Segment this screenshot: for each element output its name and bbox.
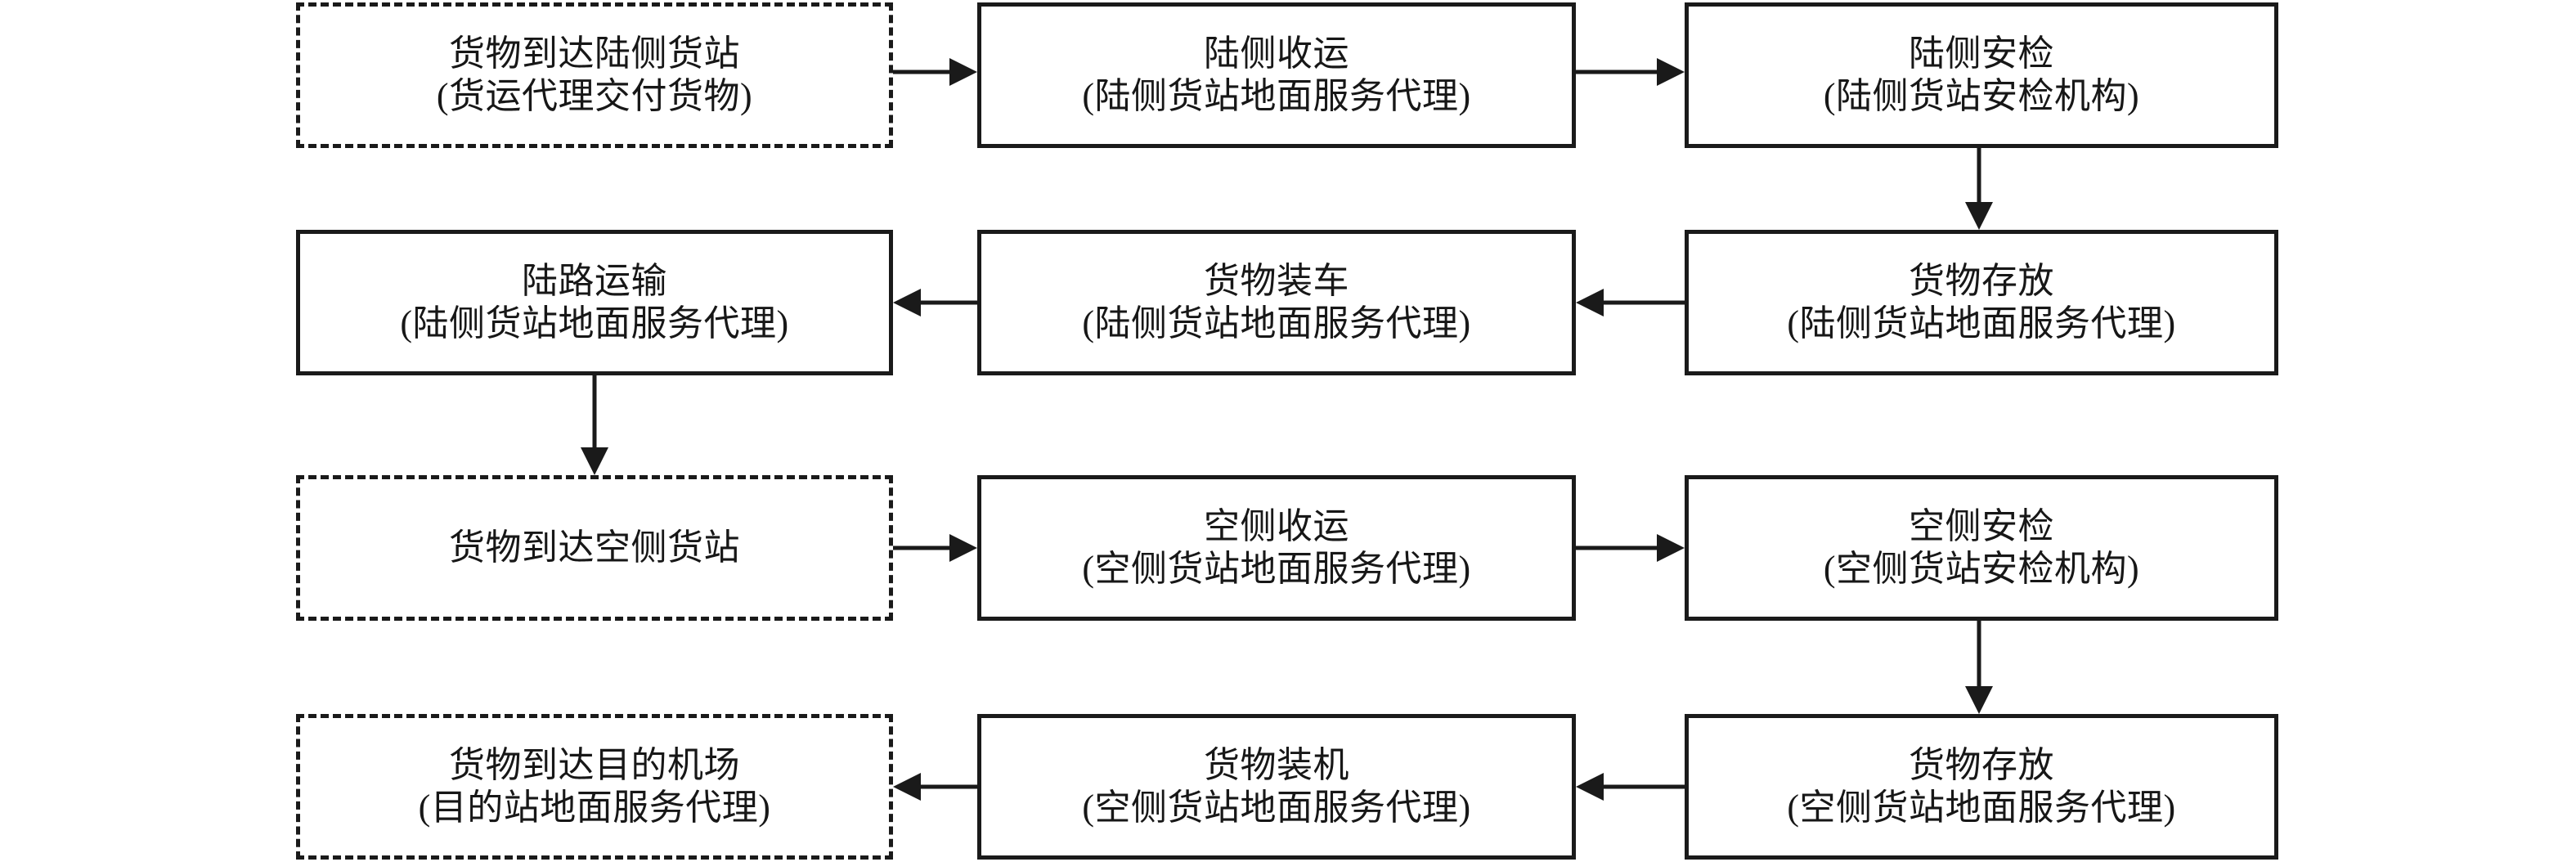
arrowhead-left-icon xyxy=(893,773,921,801)
edge-shaft xyxy=(1599,300,1685,305)
edge-shaft xyxy=(1599,784,1685,789)
node-cargo-arrives-destination-airport[interactable]: 货物到达目的机场 (目的站地面服务代理) xyxy=(296,714,893,860)
node-line: 货物到达空侧货站 xyxy=(449,528,740,568)
arrowhead-right-icon xyxy=(949,58,977,86)
edge-n8-to-n9 xyxy=(1576,519,1685,577)
node-road-transport[interactable]: 陆路运输 (陆侧货站地面服务代理) xyxy=(296,230,893,375)
arrowhead-down-icon xyxy=(1965,686,1993,714)
node-line: (货运代理交付货物) xyxy=(436,76,753,116)
edge-shaft xyxy=(893,545,954,550)
edge-shaft xyxy=(893,70,954,74)
node-cargo-arrives-airside-warehouse[interactable]: 货物到达空侧货站 xyxy=(296,475,893,621)
edge-shaft xyxy=(592,375,597,454)
node-line: (空侧货站安检机构) xyxy=(1823,549,2140,589)
edge-n11-to-n10 xyxy=(893,758,977,815)
node-cargo-arrives-landside-warehouse[interactable]: 货物到达陆侧货站 (货运代理交付货物) xyxy=(296,2,893,148)
node-cargo-aircraft-loading[interactable]: 货物装机 (空侧货站地面服务代理) xyxy=(977,714,1576,860)
node-line: (陆侧货站地面服务代理) xyxy=(1787,303,2176,343)
arrowhead-right-icon xyxy=(1657,534,1685,562)
node-line: (陆侧货站地面服务代理) xyxy=(1082,76,1471,116)
edge-n3-to-n6 xyxy=(1950,148,2008,230)
edge-n1-to-n2 xyxy=(893,43,977,101)
node-line: 陆路运输 xyxy=(522,261,667,302)
edge-n9-to-n12 xyxy=(1950,621,2008,714)
node-airside-storage[interactable]: 货物存放 (空侧货站地面服务代理) xyxy=(1685,714,2278,860)
node-line: 货物到达目的机场 xyxy=(449,745,740,786)
node-line: (陆侧货站安检机构) xyxy=(1823,76,2140,116)
edge-n4-to-n7 xyxy=(566,375,623,475)
edge-n12-to-n11 xyxy=(1576,758,1685,815)
arrowhead-right-icon xyxy=(1657,58,1685,86)
node-landside-acceptance[interactable]: 陆侧收运 (陆侧货站地面服务代理) xyxy=(977,2,1576,148)
edge-shaft xyxy=(916,300,977,305)
node-landside-security-check[interactable]: 陆侧安检 (陆侧货站安检机构) xyxy=(1685,2,2278,148)
edge-shaft xyxy=(916,784,977,789)
edge-shaft xyxy=(1576,70,1662,74)
node-line: 货物到达陆侧货站 xyxy=(449,34,740,74)
node-line: (空侧货站地面服务代理) xyxy=(1082,549,1471,589)
node-line: (陆侧货站地面服务代理) xyxy=(1082,303,1471,343)
node-line: 陆侧收运 xyxy=(1204,34,1349,74)
arrowhead-down-icon xyxy=(1965,202,1993,230)
edge-shaft xyxy=(1576,545,1662,550)
edge-n5-to-n4 xyxy=(893,274,977,331)
edge-n2-to-n3 xyxy=(1576,43,1685,101)
node-line: (陆侧货站地面服务代理) xyxy=(400,303,789,343)
arrowhead-left-icon xyxy=(1576,773,1604,801)
node-airside-security-check[interactable]: 空侧安检 (空侧货站安检机构) xyxy=(1685,475,2278,621)
node-line: 空侧安检 xyxy=(1909,506,2054,547)
edge-shaft xyxy=(1977,148,1981,207)
node-line: (目的站地面服务代理) xyxy=(418,788,771,828)
arrowhead-left-icon xyxy=(1576,289,1604,317)
node-line: 货物存放 xyxy=(1909,745,2054,786)
edge-n7-to-n8 xyxy=(893,519,977,577)
arrowhead-left-icon xyxy=(893,289,921,317)
node-airside-acceptance[interactable]: 空侧收运 (空侧货站地面服务代理) xyxy=(977,475,1576,621)
node-line: 陆侧安检 xyxy=(1909,34,2054,74)
node-cargo-truck-loading[interactable]: 货物装车 (陆侧货站地面服务代理) xyxy=(977,230,1576,375)
arrowhead-down-icon xyxy=(581,447,608,475)
node-line: 货物存放 xyxy=(1909,261,2054,302)
edge-n6-to-n5 xyxy=(1576,274,1685,331)
node-line: 空侧收运 xyxy=(1204,506,1349,547)
node-line: (空侧货站地面服务代理) xyxy=(1082,788,1471,828)
arrowhead-right-icon xyxy=(949,534,977,562)
edge-shaft xyxy=(1977,621,1981,693)
node-landside-storage[interactable]: 货物存放 (陆侧货站地面服务代理) xyxy=(1685,230,2278,375)
node-line: 货物装车 xyxy=(1204,261,1349,302)
node-line: (空侧货站地面服务代理) xyxy=(1787,788,2176,828)
node-line: 货物装机 xyxy=(1204,745,1349,786)
